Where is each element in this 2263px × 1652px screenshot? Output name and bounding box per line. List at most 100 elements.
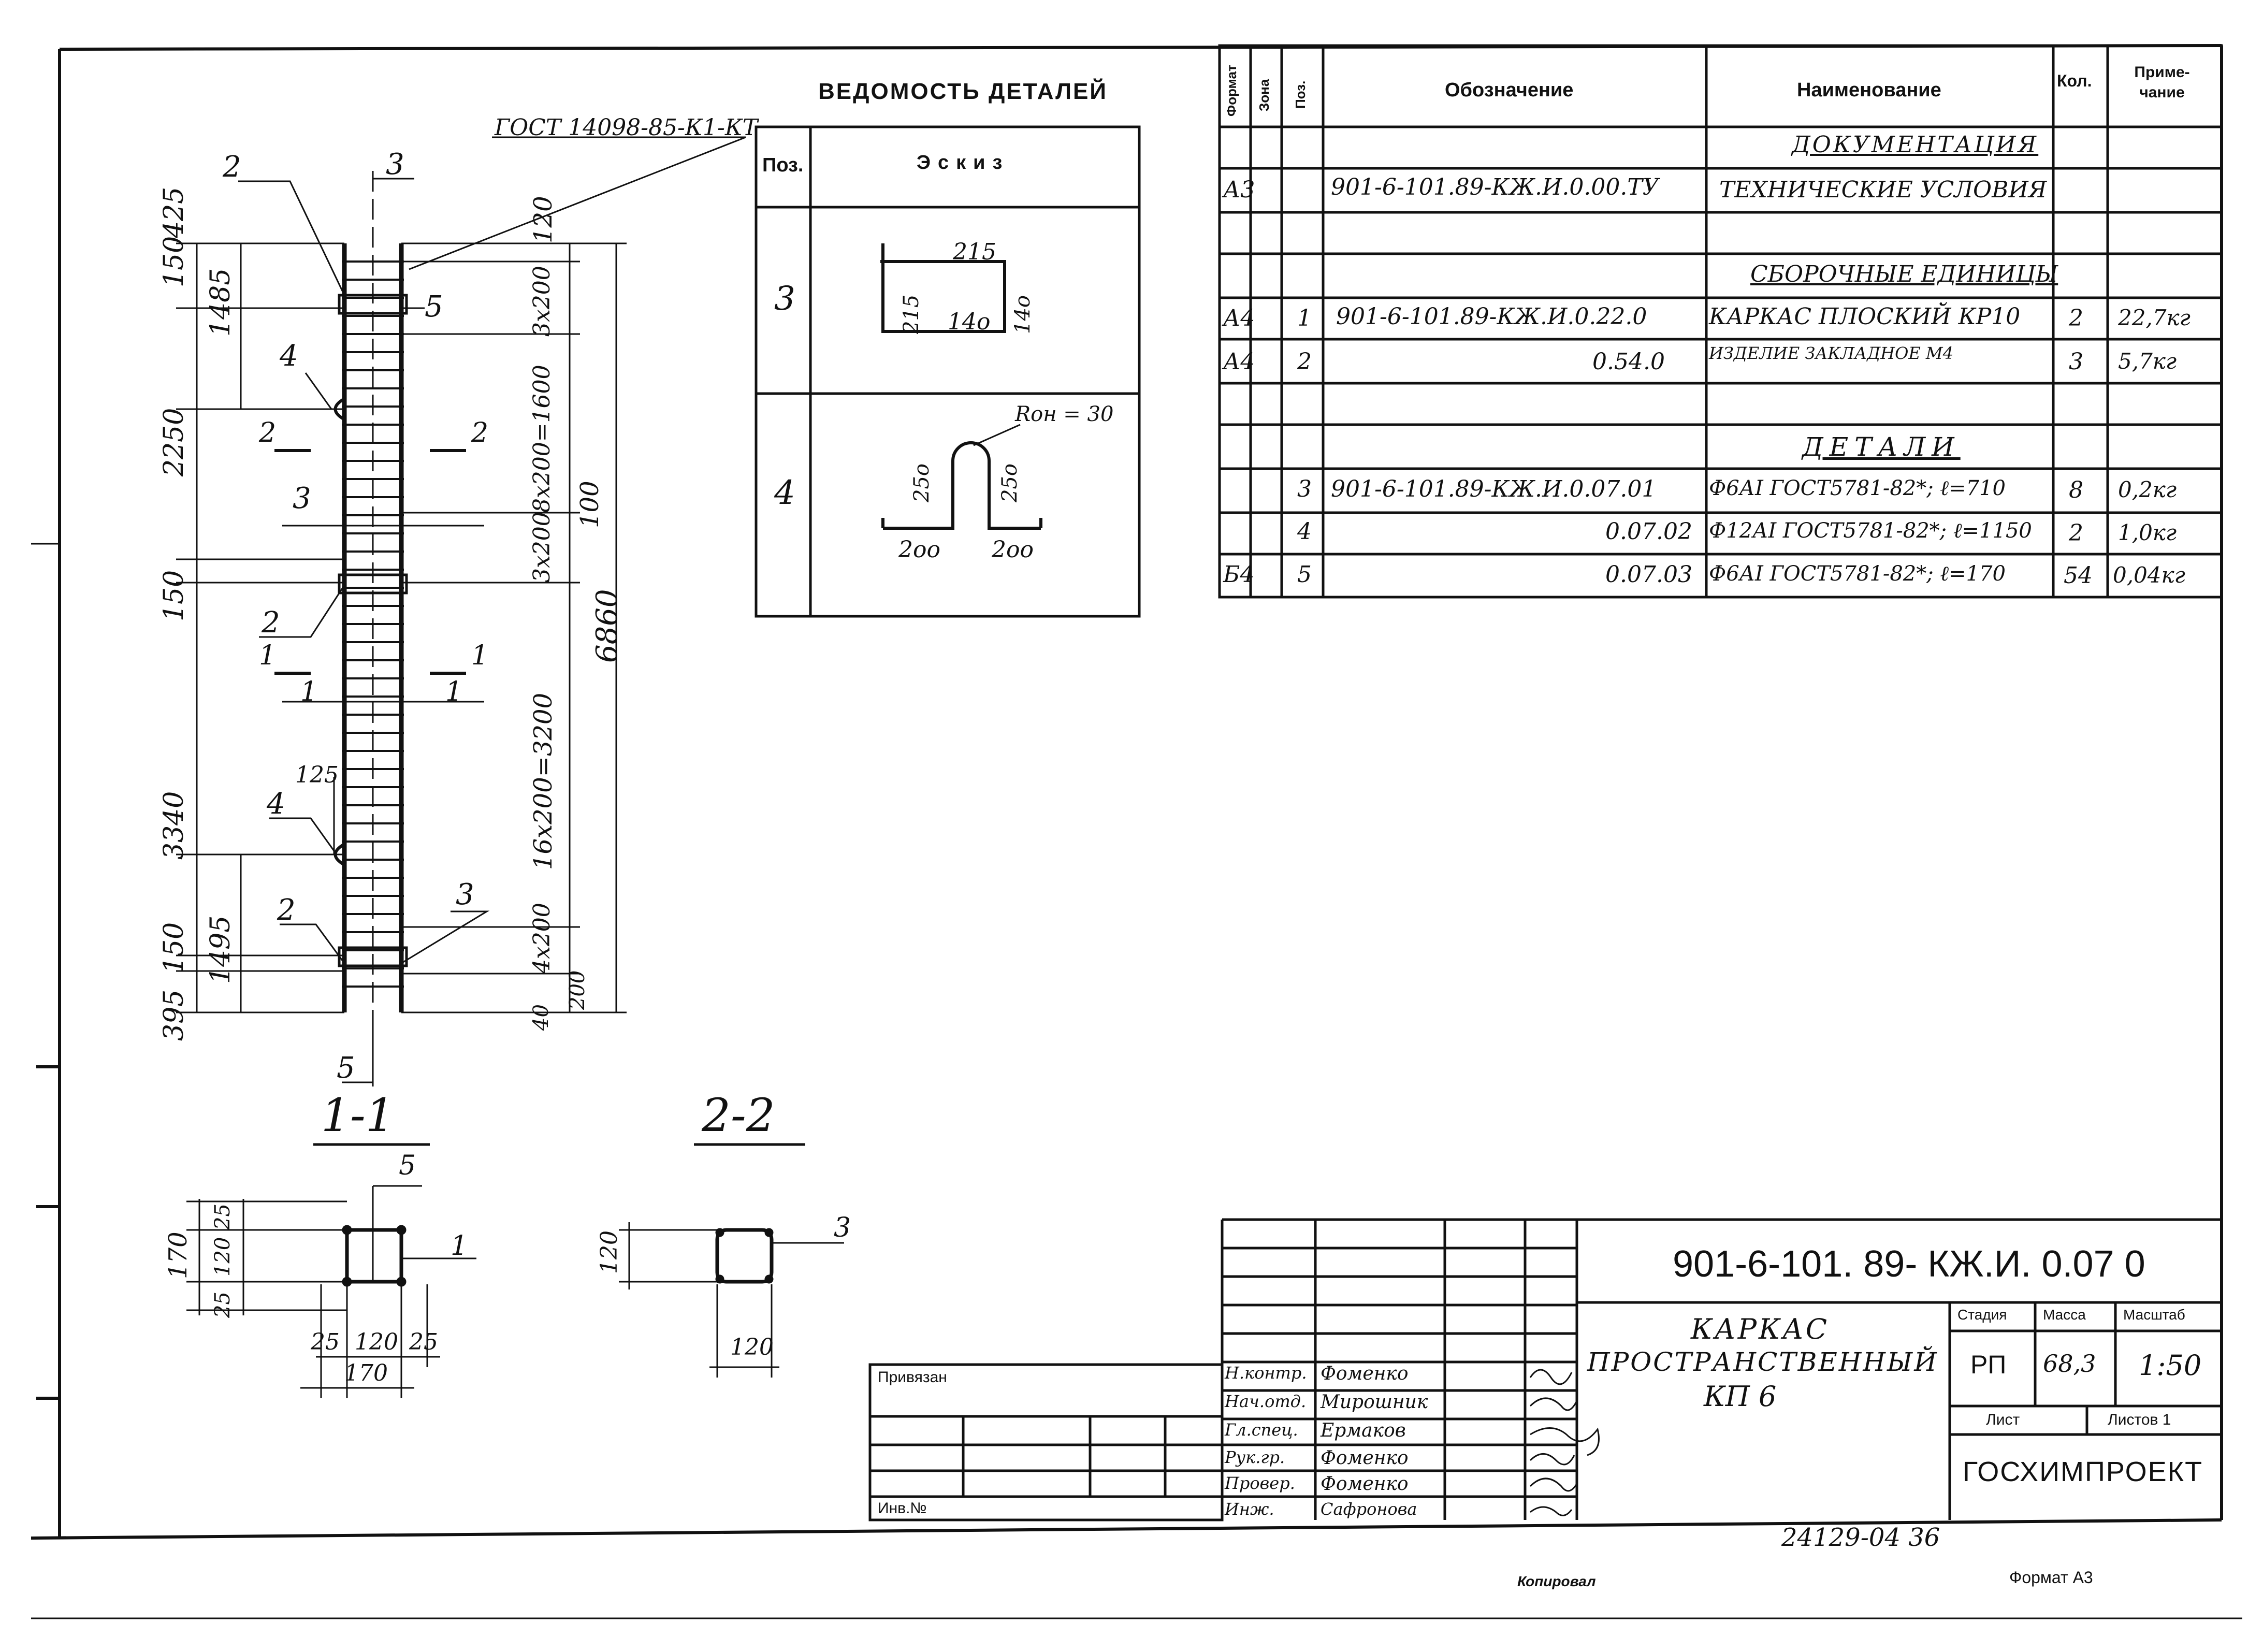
elev-pos-3-mid: 3 — [293, 482, 311, 515]
elev-pos-2-bottom: 2 — [277, 893, 296, 927]
spec-header-name: Наименование — [1797, 79, 1941, 101]
signer-name-1: Мирошник — [1321, 1392, 1428, 1413]
spec-row-9-qty: 2 — [2069, 520, 2083, 546]
spec-header-format: Формат — [1224, 65, 1239, 117]
elev-pos-2-top: 2 — [223, 150, 241, 184]
s22-vdim-120: 120 — [596, 1230, 622, 1274]
spec-row-1-designation: 901-6-101.89-КЖ.И.0.00.ТУ — [1331, 174, 1659, 200]
spec-row-8-qty: 8 — [2069, 477, 2083, 503]
rdim-3x200b: 3х200 — [529, 512, 555, 583]
elev-pos-5-bottom: 5 — [337, 1051, 355, 1085]
spec-row-10-format: Б4 — [1223, 561, 1255, 588]
stage-value: РП — [1970, 1350, 2007, 1379]
sketch3-dim-bottom: 14о — [948, 309, 991, 335]
sketch3-dim-left: 215 — [900, 294, 923, 334]
elev-pos-3-bottom: 3 — [456, 878, 474, 911]
elev-pos-4-top: 4 — [280, 339, 298, 373]
sketch4-dim-right: 25о — [998, 463, 1022, 502]
s11-hdim-25a: 25 — [311, 1329, 340, 1355]
signer-name-2: Ермаков — [1321, 1420, 1406, 1441]
sketch4-dim-bl: 2оо — [898, 537, 940, 563]
spec-header-pos: Поз. — [1293, 80, 1308, 109]
scale-header: Масштаб — [2123, 1307, 2185, 1323]
spec-row-5-format: А4 — [1223, 349, 1255, 375]
signer-name-5: Сафронова — [1321, 1499, 1417, 1519]
s22-pos-3: 3 — [834, 1212, 851, 1243]
rdim-40: 40 — [529, 1004, 553, 1031]
vedomost-row3-pos: 3 — [774, 280, 795, 318]
sketch4-radius: Rон = 30 — [1015, 402, 1114, 426]
rdim-120: 120 — [529, 196, 558, 243]
elev-pos-5-top: 5 — [425, 290, 443, 324]
spec-header-designation: Обозначение — [1445, 79, 1574, 101]
spec-row-8-pos: 3 — [1297, 476, 1312, 502]
s11-pos-5: 5 — [399, 1150, 416, 1181]
spec-row-1-format: А3 — [1223, 177, 1255, 203]
spec-row-8-note: 0,2кг — [2118, 477, 2177, 502]
ldim-150a: 150 — [158, 236, 190, 287]
section-2-2 — [619, 1143, 844, 1378]
sheets-header: Листов 1 — [2108, 1411, 2171, 1428]
rdim-8x200: 8х200=1600 — [529, 365, 555, 513]
ldim-425: 425 — [158, 186, 190, 238]
signer-name-3: Фоменко — [1321, 1447, 1409, 1469]
spec-row-4-designation: 901-6-101.89-КЖ.И.0.22.0 — [1336, 303, 1647, 330]
spec-row-5-qty: 3 — [2069, 349, 2083, 375]
spec-row-10-name: Ф6АI ГОСТ5781-82*; ℓ=170 — [1709, 562, 2006, 586]
spec-table-grid — [1218, 44, 2223, 599]
signer-name-4: Фоменко — [1321, 1473, 1409, 1495]
section-2-2-title: 2-2 — [702, 1089, 775, 1142]
section-1-1-title: 1-1 — [321, 1089, 395, 1142]
spec-header-zone: Зона — [1256, 79, 1272, 111]
cut-1-left: 1 — [259, 640, 277, 671]
object-title-line1: КАРКАС — [1691, 1313, 1830, 1345]
bound-label: Привязан — [878, 1369, 947, 1386]
signer-name-0: Фоменко — [1321, 1363, 1409, 1384]
title-block-grid — [868, 1218, 2222, 1521]
spec-row-0-name: ДОКУМЕНТАЦИЯ — [1792, 132, 2039, 158]
cut-1-mid-left: 1 — [300, 676, 318, 707]
sketch-pos4 — [883, 441, 1041, 530]
cut-2-right: 2 — [471, 417, 489, 448]
cage-elevation — [176, 136, 746, 1088]
spec-row-10-qty: 54 — [2064, 562, 2093, 589]
rdim-200: 200 — [565, 970, 589, 1010]
signer-role-2: Гл.спец. — [1225, 1420, 1298, 1440]
sketch3-dim-top: 215 — [953, 239, 996, 265]
section-1-1 — [186, 1143, 476, 1398]
s11-hdim-170: 170 — [344, 1360, 388, 1386]
cut-1-right: 1 — [471, 640, 489, 671]
spec-row-10-designation: 0.07.03 — [1605, 561, 1692, 588]
scale-value: 1:50 — [2139, 1349, 2202, 1382]
s22-hdim-120: 120 — [730, 1334, 774, 1360]
spec-row-4-pos: 1 — [1297, 305, 1312, 331]
ldim-150c: 150 — [158, 922, 190, 974]
s11-vdim-25a: 25 — [211, 1204, 235, 1230]
spec-row-9-note: 1,0кг — [2118, 520, 2177, 545]
s11-hdim-25b: 25 — [409, 1329, 438, 1355]
sketch4-dim-br: 2оо — [992, 537, 1034, 563]
vedomost-title: ВЕДОМОСТЬ ДЕТАЛЕЙ — [818, 79, 1108, 104]
rdim-4x200: 4х200 — [529, 903, 555, 974]
ldim-2250: 2250 — [158, 408, 190, 476]
rdim-16x200: 16х200=3200 — [529, 692, 558, 870]
spec-row-4-format: А4 — [1223, 305, 1255, 331]
vedomost-col-pos: Поз. — [762, 154, 804, 176]
vedomost-col-sketch: Эскиз — [917, 152, 1010, 173]
vedomost-row4-pos: 4 — [774, 474, 795, 512]
spec-row-1-name: ТЕХНИЧЕСКИЕ УСЛОВИЯ — [1719, 177, 2047, 203]
footer-format: Формат А3 — [2009, 1568, 2093, 1587]
elev-pos-2-mid: 2 — [262, 606, 280, 640]
spec-row-5-name: ИЗДЕЛИЕ ЗАКЛАДНОЕ М4 — [1709, 343, 1954, 363]
spec-row-3-name: СБОРОЧНЫЕ ЕДИНИЦЫ — [1750, 261, 2058, 287]
spec-header-qty: Кол. — [2057, 71, 2092, 90]
ldim-395: 395 — [158, 989, 190, 1041]
s11-vdim-120: 120 — [211, 1237, 235, 1277]
footer-number: 24129-04 36 — [1781, 1523, 1940, 1552]
ldim-150b: 150 — [158, 570, 190, 621]
s11-hdim-120: 120 — [355, 1329, 398, 1355]
spec-row-7-name: ДЕТАЛИ — [1802, 432, 1961, 462]
spec-row-4-name: КАРКАС ПЛОСКИЙ КР10 — [1709, 303, 2021, 330]
spec-row-9-pos: 4 — [1297, 518, 1312, 545]
